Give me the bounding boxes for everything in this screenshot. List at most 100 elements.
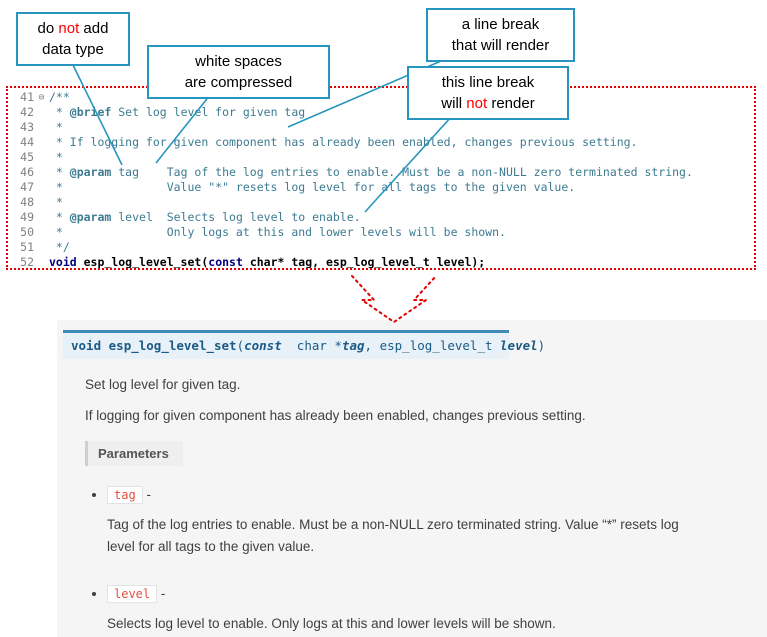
text-segment: esp_log_level_t	[379, 338, 501, 353]
fold-spacer	[34, 210, 49, 225]
code-line: 45 *	[10, 150, 754, 165]
fold-spacer	[34, 225, 49, 240]
text-segment: not	[58, 20, 80, 37]
fold-spacer	[34, 240, 49, 255]
text-segment: tag Tag of the log entries to enable. Mu…	[111, 165, 693, 179]
code-text: */	[49, 240, 70, 255]
text-segment: @param	[69, 165, 112, 179]
callout-line: that will render	[434, 35, 567, 56]
code-line: 50 * Only logs at this and lower levels …	[10, 225, 754, 240]
text-segment: void	[49, 255, 77, 269]
text-segment: char *	[281, 338, 342, 353]
code-text: * If logging for given component has alr…	[49, 135, 638, 150]
code-line: 51 */	[10, 240, 754, 255]
text-segment: )	[537, 338, 546, 353]
code-line: 46 * @param tag Tag of the log entries t…	[10, 165, 754, 180]
param-name-literal: level	[107, 585, 158, 604]
text-segment: will	[441, 95, 467, 112]
text-segment: are compressed	[184, 74, 293, 91]
callout-line: a line break	[434, 14, 567, 35]
fold-spacer	[34, 150, 49, 165]
code-line: 42 * @brief Set log level for given tag	[10, 105, 754, 120]
text-segment	[101, 338, 109, 353]
text-segment: */	[49, 240, 70, 254]
function-signature: void esp_log_level_set(const char *tag, …	[63, 330, 545, 359]
callout-whitespace: white spaces are compressed	[147, 45, 330, 99]
code-line: 48 *	[10, 195, 754, 210]
text-segment: level Selects log level to enable.	[111, 210, 361, 224]
line-number: 50	[20, 225, 34, 239]
param-list: tag -Tag of the log entries to enable. M…	[85, 484, 767, 635]
text-segment: *	[49, 150, 63, 164]
detail-paragraph: If logging for given component has alrea…	[85, 408, 586, 423]
text-segment: esp_log_level_set	[108, 338, 237, 353]
text-segment: that will render	[451, 37, 550, 54]
callout-no-datatype: do not add data type	[16, 12, 130, 66]
param-description: Selects log level to enable. Only logs a…	[107, 616, 556, 632]
callout-line: this line break	[415, 72, 561, 93]
text-segment: data type	[42, 41, 104, 58]
fold-spacer	[34, 105, 49, 120]
param-name-literal: tag	[107, 486, 143, 504]
code-text: * @brief Set log level for given tag	[49, 105, 305, 120]
code-text: *	[49, 120, 63, 135]
callout-line: are compressed	[155, 72, 322, 93]
callout-line: do not add	[24, 18, 122, 39]
text-segment: const	[208, 255, 243, 269]
callout-line: will not render	[415, 93, 561, 114]
text-segment: do	[37, 20, 59, 37]
line-number: 42	[20, 105, 34, 119]
text-segment: @brief	[69, 105, 112, 119]
callout-line: data type	[24, 39, 122, 60]
text-segment: * If logging for given component has alr…	[49, 135, 638, 149]
text-segment: (	[236, 338, 245, 353]
param-term-row: level -	[107, 583, 767, 605]
callout-line: white spaces	[155, 51, 322, 72]
parameters-label: Parameters	[85, 441, 183, 466]
line-number: 44	[20, 135, 34, 149]
text-segment: *	[49, 210, 70, 224]
rendered-doc-panel: void esp_log_level_set(const char *tag, …	[57, 320, 767, 637]
code-text: void esp_log_level_set(const char* tag, …	[49, 255, 486, 269]
code-text: *	[49, 150, 63, 165]
text-segment: *	[49, 165, 70, 179]
line-number: 45	[20, 150, 34, 164]
text-segment: add	[79, 20, 109, 37]
fold-spacer	[34, 255, 49, 268]
line-number: 47	[20, 180, 34, 194]
fold-spacer	[34, 120, 49, 135]
line-number: 46	[20, 165, 34, 179]
text-segment: char* tag, esp_log_level_t level);	[242, 255, 486, 269]
fold-spacer	[34, 135, 49, 150]
text-segment: esp_log_level_set(	[76, 255, 209, 269]
text-segment: a line break	[461, 16, 540, 33]
text-segment: void	[71, 338, 102, 353]
fold-icon[interactable]: ⊖	[38, 92, 45, 103]
fold-spacer	[34, 180, 49, 195]
code-line: 41⊖/**	[10, 90, 754, 105]
code-text: * Only logs at this and lower levels wil…	[49, 225, 506, 240]
code-editor-snippet: 41⊖/**42 * @brief Set log level for give…	[6, 86, 756, 270]
brief-paragraph: Set log level for given tag.	[85, 377, 241, 392]
text-segment: level	[500, 338, 538, 353]
callout-linebreak-render: a line break that will render	[426, 8, 575, 62]
line-number: 52	[20, 255, 34, 269]
text-segment: this line break	[441, 74, 535, 91]
fold-spacer	[34, 165, 49, 180]
code-text: * @param level Selects log level to enab…	[49, 210, 361, 225]
param-term-row: tag -	[107, 484, 767, 506]
code-text: *	[49, 195, 63, 210]
line-number: 48	[20, 195, 34, 209]
flow-arrow-icon	[351, 275, 437, 324]
doc-content: Set log level for given tag. If logging …	[85, 377, 767, 635]
fold-spacer	[34, 195, 49, 210]
code-text: /**	[49, 90, 70, 105]
text-segment: * Only logs at this and lower levels wil…	[49, 225, 506, 239]
text-segment: white spaces	[195, 53, 282, 70]
text-segment: Set log level for given tag	[111, 105, 306, 119]
code-text: * @param tag Tag of the log entries to e…	[49, 165, 693, 180]
text-segment: const	[244, 338, 282, 353]
text-segment: *	[49, 120, 63, 134]
code-line: 43 *	[10, 120, 754, 135]
text-segment: *	[49, 105, 70, 119]
